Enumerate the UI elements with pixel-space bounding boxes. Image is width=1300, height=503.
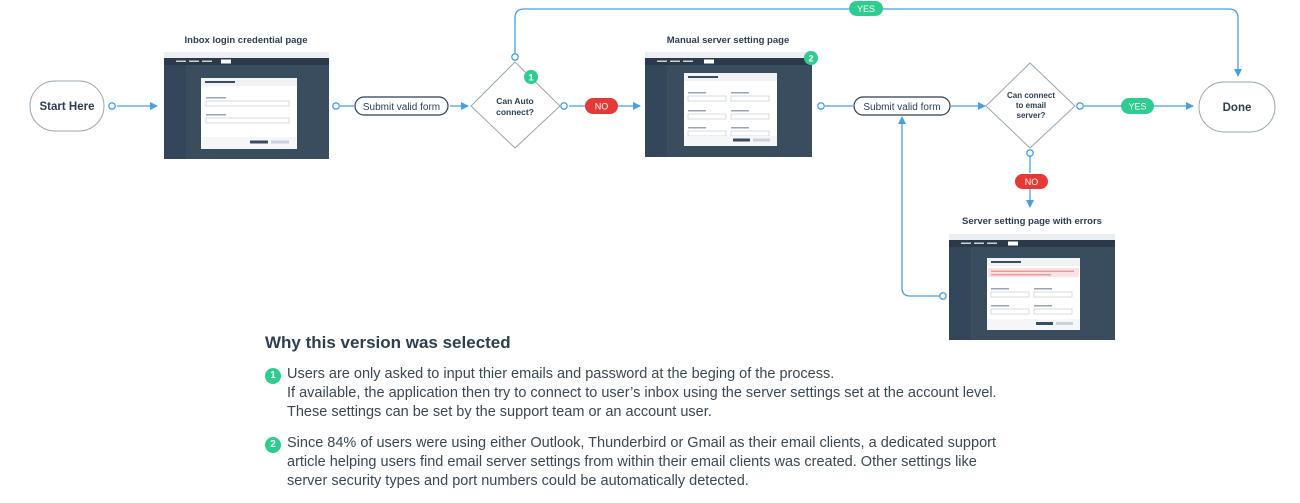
yes-pill-top: YES	[849, 1, 883, 16]
submit-form-label-2: Submit valid form	[863, 102, 940, 113]
no-label-2: NO	[1025, 177, 1039, 187]
rationale-line: These settings can be set by the support…	[287, 404, 712, 420]
connector-dot	[1076, 102, 1084, 110]
connector-dot	[332, 102, 340, 110]
screen-title-manual: Manual server setting page	[667, 35, 789, 46]
manual-screen-thumbnail	[645, 52, 812, 157]
errors-screen-thumbnail	[949, 234, 1115, 340]
marker-badge-2: 2	[804, 51, 818, 65]
marker-badge-1: 1	[524, 70, 538, 84]
login-screen-thumbnail	[164, 52, 329, 159]
screen-title-errors: Server setting page with errors	[962, 216, 1102, 227]
connector-dot	[817, 102, 825, 110]
yes-label-top: YES	[857, 4, 875, 14]
decision-2-line-1: Can connect	[1007, 91, 1055, 100]
decision-1-line-2: connect?	[496, 107, 534, 117]
marker-badge-note-2: 2	[265, 437, 281, 453]
connector-dot	[939, 292, 947, 300]
yes-pill-right: YES	[1121, 98, 1154, 114]
connector-dot	[560, 102, 568, 110]
rationale-line: server security types and port numbers c…	[287, 473, 749, 489]
done-node: Done	[1198, 81, 1276, 133]
decision-2-line-2: to email	[1016, 101, 1046, 110]
connector-dot	[511, 53, 519, 61]
marker-1-number: 1	[528, 73, 533, 83]
decision-auto-connect: Can Auto connect?	[470, 61, 561, 149]
start-node: Start Here	[29, 80, 105, 132]
rationale-item-1: 1 Users are only asked to input thier em…	[265, 365, 1085, 422]
connector-dot	[1026, 149, 1034, 157]
done-label: Done	[1223, 102, 1252, 114]
rationale-line: If available, the application then try t…	[287, 385, 997, 401]
decision-1-line-1: Can Auto	[496, 96, 533, 106]
submit-form-node-1: Submit valid form	[354, 96, 449, 116]
no-pill-2: NO	[1015, 174, 1048, 189]
submit-form-node-2: Submit valid form	[853, 96, 951, 116]
edge-errors-loop-to-submit2	[898, 116, 942, 297]
flow-diagram: Start Here Done Submit valid form Submit…	[29, 1, 1276, 340]
rationale-line: article helping users find email server …	[287, 454, 977, 470]
no-label-1: NO	[595, 102, 609, 112]
marker-2-number: 2	[808, 54, 813, 64]
start-label: Start Here	[40, 101, 95, 113]
rationale-line: Since 84% of users were using either Out…	[287, 435, 996, 451]
screen-title-login: Inbox login credential page	[185, 35, 308, 46]
connector-dot	[108, 102, 116, 110]
marker-badge-note-1: 1	[265, 368, 281, 384]
error-banner	[988, 268, 1079, 277]
submit-form-label-1: Submit valid form	[363, 102, 440, 113]
decision-connect-email-server: Can connect to email server?	[985, 62, 1076, 149]
rationale-heading: Why this version was selected	[265, 333, 511, 352]
yes-label-right: YES	[1128, 102, 1146, 112]
rationale-item-2: 2 Since 84% of users were using either O…	[265, 434, 1085, 491]
rationale-section: Why this version was selected 1 Users ar…	[265, 333, 1085, 503]
decision-2-line-3: server?	[1017, 111, 1046, 120]
edge-decision1-yes-to-done	[514, 8, 1242, 77]
rationale-line: Users are only asked to input thier emai…	[287, 366, 835, 382]
no-pill-1: NO	[585, 98, 618, 114]
